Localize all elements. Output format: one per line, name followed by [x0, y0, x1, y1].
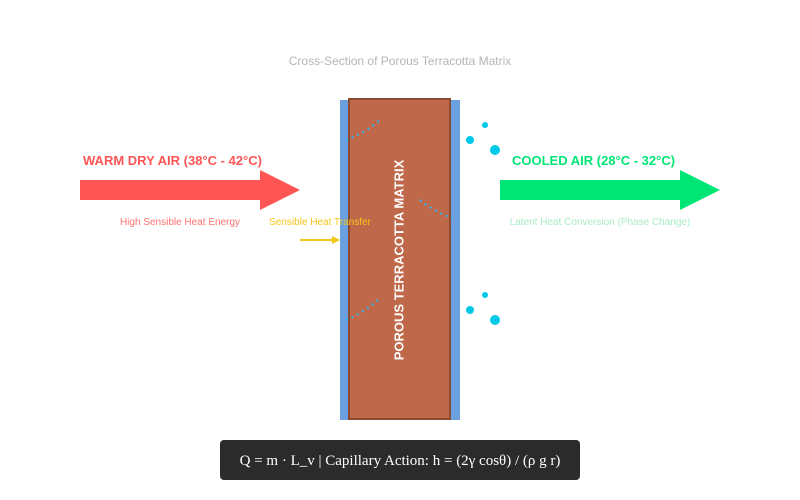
formula-box [220, 440, 580, 480]
droplet [466, 136, 474, 144]
terracotta-matrix [348, 98, 451, 420]
matrix-label: POROUS TERRACOTTA MATRIX [391, 159, 406, 360]
diagram-title: Cross-Section of Porous Terracotta Matri… [289, 54, 512, 68]
inlet-label: WARM DRY AIR (38°C - 42°C) [83, 153, 262, 168]
transfer-arrow-head [332, 236, 340, 244]
capillary-path-bottom [345, 297, 381, 321]
formula-text: Q = m · L_v | Capillary Action: h = (2γ … [240, 453, 561, 469]
droplet [490, 315, 500, 325]
capillary-path-middle [419, 199, 453, 219]
outlet-label: COOLED AIR (28°C - 32°C) [512, 153, 675, 168]
outlet-arrow [500, 170, 720, 210]
droplet [466, 306, 474, 314]
droplet [482, 292, 488, 298]
inlet-sublabel: High Sensible Heat Energy [120, 217, 240, 228]
droplet [490, 145, 500, 155]
transfer-label: Sensible Heat Transfer [269, 217, 371, 228]
outlet-sublabel: Latent Heat Conversion (Phase Change) [510, 217, 691, 228]
droplet [482, 122, 488, 128]
capillary-path-top [345, 119, 381, 141]
inlet-arrow [80, 170, 300, 210]
